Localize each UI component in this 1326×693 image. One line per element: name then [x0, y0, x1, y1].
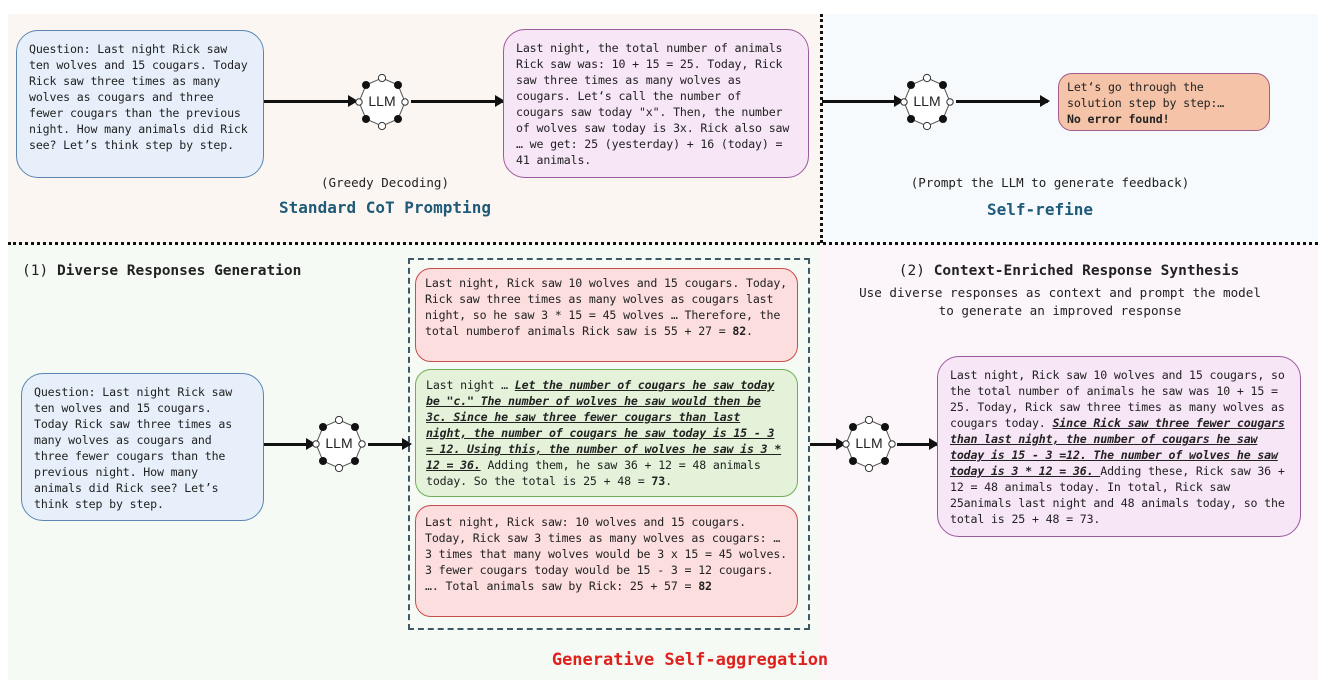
- llm-network-icon: [842, 415, 896, 473]
- llm-icon: LLM: [353, 73, 411, 131]
- response-highlight: Since Rick saw three fewer cougars than …: [950, 416, 1285, 478]
- synthesized-response-box: Last night, Rick saw 10 wolves and 15 co…: [937, 356, 1301, 537]
- arrow: [264, 95, 358, 107]
- llm-network-icon: [900, 73, 954, 131]
- feedback-text: Let‘s go through the solution step by st…: [1067, 80, 1225, 110]
- self-refine-caption: (Prompt the LLM to generate feedback): [910, 175, 1190, 190]
- response-text-end: .: [746, 324, 753, 338]
- arrow: [810, 438, 846, 450]
- arrow: [411, 95, 505, 107]
- response-candidate-3: Last night, Rick saw: 10 wolves and 15 c…: [415, 505, 798, 617]
- cot-title: Standard CoT Prompting: [279, 198, 491, 217]
- response-text: Last night …: [426, 378, 515, 392]
- method-title: Generative Self-aggregation: [551, 650, 829, 670]
- llm-icon: LLM: [840, 415, 898, 473]
- synthesis-heading: (2) Context-Enriched Response Synthesis: [820, 263, 1318, 279]
- arrow: [956, 95, 1050, 107]
- self-refine-title: Self-refine: [987, 200, 1093, 219]
- llm-label: LLM: [368, 93, 396, 109]
- response-highlight: Let the number of cougars he saw today b…: [426, 378, 782, 472]
- generation-heading: (1) Diverse Responses Generation: [22, 263, 301, 279]
- response-answer: 82: [698, 579, 712, 593]
- arrow: [822, 95, 904, 107]
- step-number: (1): [22, 263, 49, 279]
- step-number: (2): [898, 263, 925, 279]
- response-text: Last night, Rick saw 10 wolves and 15 co…: [425, 276, 787, 338]
- response-text-mid: Adding them, he saw 36 + 12 = 48 animals…: [426, 458, 761, 488]
- synthesis-description: Use diverse responses as context and pro…: [859, 285, 1261, 318]
- response-candidate-2: Last night … Let the number of cougars h…: [415, 369, 798, 497]
- step-label: Diverse Responses Generation: [56, 263, 302, 279]
- arrow: [368, 438, 412, 450]
- vertical-divider: [820, 14, 823, 243]
- feedback-verdict: No error found!: [1067, 112, 1170, 126]
- response-text: Last night, Rick saw 10 wolves and 15 co…: [950, 368, 1285, 430]
- cot-question-box: Question: Last night Rick saw ten wolves…: [16, 30, 264, 178]
- cot-caption: (Greedy Decoding): [321, 175, 449, 190]
- response-text-end: Adding these, Rick saw 36 + 12 = 48 anim…: [950, 464, 1285, 526]
- generation-question-box: Question: Last night Rick saw ten wolves…: [21, 373, 264, 521]
- llm-network-icon: [312, 415, 366, 473]
- horizontal-divider: [8, 242, 1318, 245]
- diverse-responses-container: [408, 258, 810, 630]
- llm-network-icon: [355, 73, 409, 131]
- llm-label: LLM: [855, 435, 883, 451]
- step-label: Context-Enriched Response Synthesis: [933, 263, 1240, 279]
- response-answer: 73: [651, 474, 666, 488]
- llm-icon: LLM: [898, 73, 956, 131]
- arrow: [897, 438, 939, 450]
- llm-label: LLM: [913, 93, 941, 109]
- response-candidate-1: Last night, Rick saw 10 wolves and 15 co…: [415, 268, 798, 362]
- response-text-end: .: [665, 474, 672, 488]
- response-answer: 82: [732, 324, 747, 338]
- llm-label: LLM: [325, 435, 353, 451]
- feedback-box: Let‘s go through the solution step by st…: [1058, 73, 1270, 131]
- arrow: [264, 438, 316, 450]
- llm-icon: LLM: [310, 415, 368, 473]
- response-text: Last night, Rick saw: 10 wolves and 15 c…: [425, 515, 787, 593]
- cot-response-box: Last night, the total number of animals …: [503, 29, 809, 178]
